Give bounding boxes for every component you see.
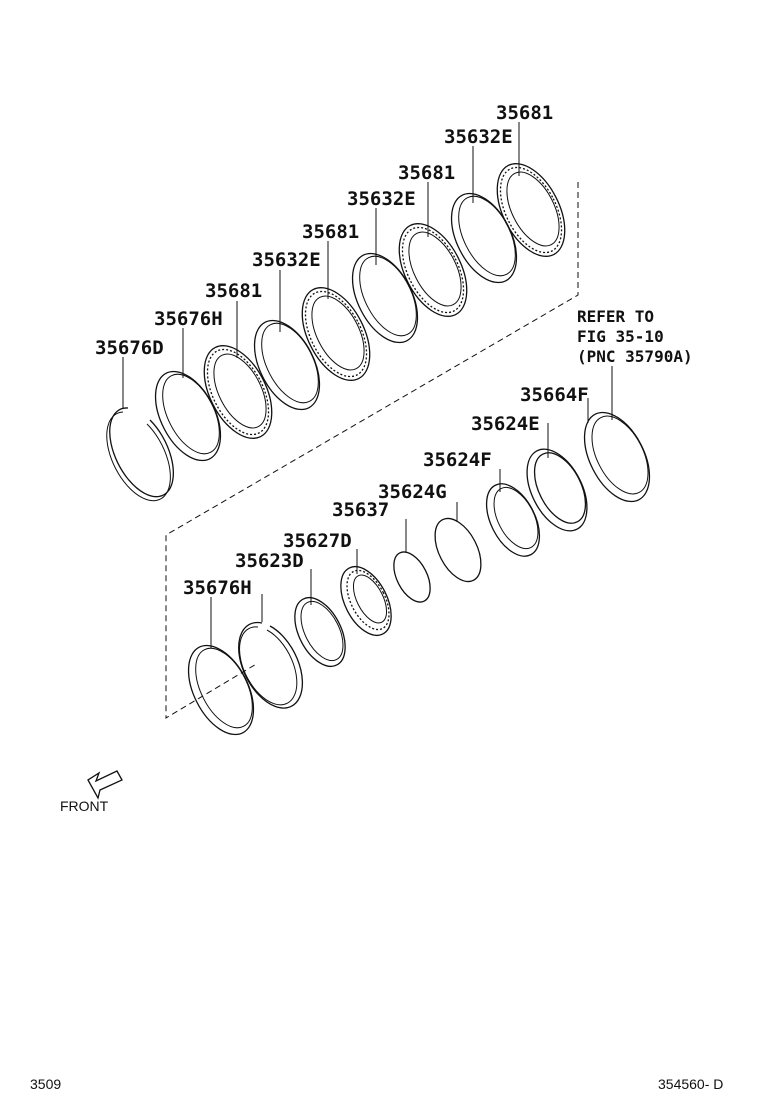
front-arrow-icon (87, 770, 123, 800)
label-35624g: 35624G (378, 481, 447, 503)
label-35637: 35637 (332, 499, 389, 521)
label-35676d: 35676D (95, 337, 164, 359)
reference-line-1: REFER TO (577, 307, 654, 326)
o-ring-35624f (434, 517, 482, 583)
label-35681-c: 35681 (302, 221, 359, 243)
label-35623d: 35623D (235, 550, 304, 572)
assembly-boundary (165, 182, 579, 719)
label-35681-a: 35681 (496, 102, 553, 124)
label-35627d: 35627D (283, 530, 352, 552)
clutch-disc-35681-c[interactable] (288, 277, 383, 392)
piston-35624e[interactable] (476, 475, 551, 564)
drum-35790a[interactable] (571, 402, 663, 512)
clutch-plate-35632e-c[interactable] (241, 310, 333, 420)
snap-ring-35676d (106, 407, 174, 502)
reference-line-3: (PNC 35790A) (577, 347, 693, 366)
footer-right-code: 354560- D (658, 1076, 723, 1092)
label-35624f: 35624F (423, 449, 492, 471)
leader-lines (122, 122, 613, 648)
label-35632e-a: 35632E (444, 126, 513, 148)
label-35632e-b: 35632E (347, 188, 416, 210)
retainer-35637[interactable] (330, 558, 401, 643)
label-35676h-lower: 35676H (183, 577, 252, 599)
label-35664f: 35664F (520, 384, 589, 406)
snap-ring-35623d (238, 621, 304, 709)
label-35681-b: 35681 (398, 162, 455, 184)
clutch-disc-35681-a[interactable] (483, 153, 578, 268)
footer-left-code: 3509 (30, 1076, 61, 1092)
label-35681-d: 35681 (205, 280, 262, 302)
flange-plate-35676h-lower[interactable] (175, 635, 267, 745)
clutch-disc-35681-d[interactable] (190, 335, 285, 450)
piston-35664f[interactable] (515, 439, 600, 540)
front-label: FRONT (60, 798, 109, 814)
label-35624e: 35624E (471, 413, 540, 435)
reference-line-2: FIG 35-10 (577, 327, 664, 346)
spring-35627d[interactable] (284, 589, 355, 674)
label-35676h-upper: 35676H (154, 308, 223, 330)
o-ring-35624g (393, 551, 431, 603)
clutch-disc-35681-b[interactable] (385, 213, 480, 328)
label-35632e-c: 35632E (252, 249, 321, 271)
